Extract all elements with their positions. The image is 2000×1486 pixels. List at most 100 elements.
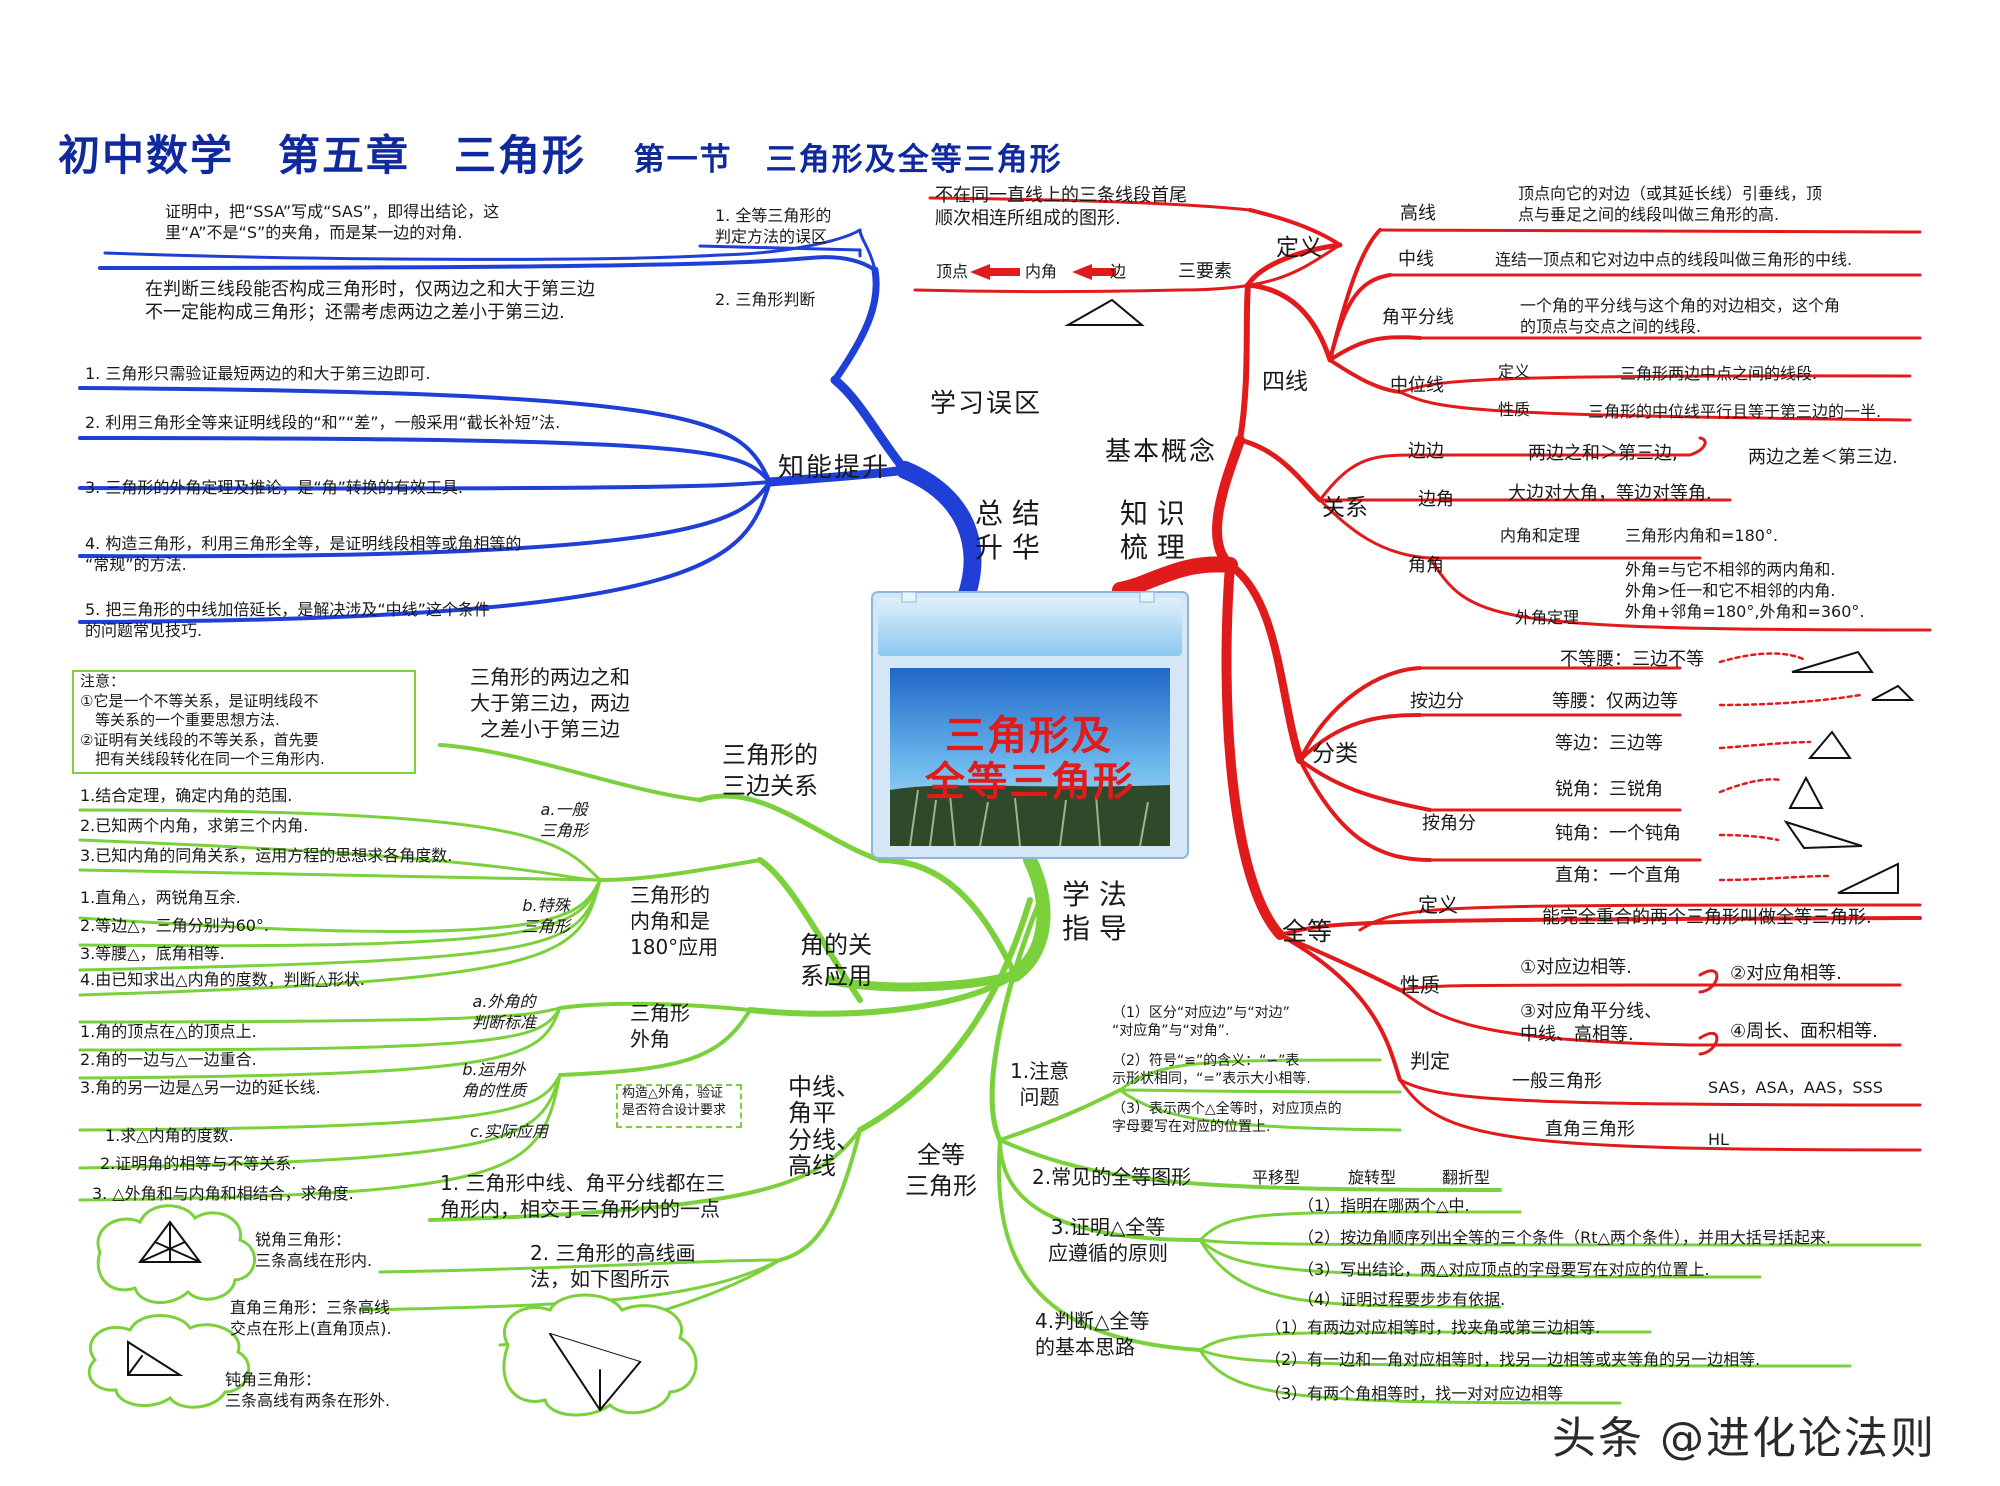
cong-common-3: 翻折型 xyxy=(1442,1168,1491,1187)
lines-right: 直角三角形：三条高线 交点在形上(直角顶点). xyxy=(230,1298,392,1338)
element-side: 边 xyxy=(1110,262,1127,281)
by-side-label: 按边分 xyxy=(1410,691,1464,712)
outer-tip-box xyxy=(616,1084,742,1128)
judge-general-val: SAS，ASA，AAS，SSS xyxy=(1708,1078,1883,1097)
midline-prop-val: 三角形的中位线平行且等于第三边的一半. xyxy=(1588,402,1882,421)
four-lines-label: 四线 xyxy=(1262,369,1308,395)
line-altitude: 高线 xyxy=(1400,203,1436,224)
cong-note-3: （3）表示两个△全等时，对应顶点的 字母要写在对应的位置上. xyxy=(1112,1101,1342,1136)
congruent-label: 全等 xyxy=(1282,917,1333,946)
outer-tip: 构造△外角，验证 是否符合设计要求 xyxy=(622,1086,727,1118)
cong-prop-key: 性质 xyxy=(1400,973,1440,997)
summary-improve-label: 知能提升 xyxy=(778,453,891,483)
cong-principle-3: （3）写出结论，两△对应顶点的字母要写在对应的位置上. xyxy=(1298,1260,1710,1279)
cong-prop-4: ④周长、面积相等. xyxy=(1730,1021,1878,1042)
improve-item-1: 1. 三角形只需验证最短两边的和大于第三边即可. xyxy=(85,364,431,383)
outer-apply-1: 1.求△内角的度数. xyxy=(105,1126,234,1145)
cong-principle-2: （2）按边角顺序列出全等的三个条件（Rt△两个条件），并用大括号括起来. xyxy=(1298,1228,1831,1247)
judge-general-name: 一般三角形 xyxy=(1512,1071,1602,1092)
improve-item-3: 3. 三角形的外角定理及推论，是“角”转换的有效工具. xyxy=(85,478,464,497)
side-relation-note-box xyxy=(72,670,416,774)
midline-def-val: 三角形两边中点之间的线段. xyxy=(1620,364,1818,383)
special-tri-4: 4.由已知求出△内角的度数，判断△形状. xyxy=(80,970,365,989)
relations-label: 关系 xyxy=(1322,495,1368,521)
special-tri-label: b.特殊 三角形 xyxy=(522,896,571,936)
cong-idea-1: （1）有两边对应相等时，找夹角或第三边相等. xyxy=(1265,1318,1601,1337)
rel-side-name: 边边 xyxy=(1408,441,1444,462)
rel-side-angle-name: 边角 xyxy=(1418,489,1454,510)
cong-ideas-label: 4.判断△全等 的基本思路 xyxy=(1035,1309,1150,1359)
general-tri-2: 2.已知两个内角，求第三个内角. xyxy=(80,816,309,835)
error-2-label: 2. 三角形判断 xyxy=(715,290,816,309)
element-angle: 内角 xyxy=(1025,262,1058,281)
special-tri-1: 1.直角△，两锐角互余. xyxy=(80,888,241,907)
lines-label: 中线、 角平 分线、 高线 xyxy=(788,1073,860,1181)
cong-principles-label: 3.证明△全等 应遵循的原则 xyxy=(1048,1215,1168,1265)
special-tri-2: 2.等边△，三角分别为60°. xyxy=(80,916,270,935)
watermark: 头条 @进化论法则 xyxy=(1552,1413,1936,1464)
improve-item-5: 5. 把三角形的中线加倍延长，是解决涉及“中线”这个条件 的问题常见技巧. xyxy=(85,600,490,640)
hub-summary: 总 结 升 华 xyxy=(975,497,1040,564)
by-angle-2: 钝角：一个钝角 xyxy=(1555,823,1681,844)
cong-principle-4: （4）证明过程要步步有依据. xyxy=(1298,1290,1506,1309)
line-altitude-desc: 顶点向它的对边（或其延长线）引垂线，顶 点与垂足之间的线段叫做三角形的高. xyxy=(1518,184,1823,224)
line-median-desc: 连结一顶点和它对边中点的线段叫做三角形的中线. xyxy=(1495,250,1853,269)
outer-angle-label: 三角形 外角 xyxy=(630,1001,690,1051)
outer-criteria-3: 3.角的另一边是△另一边的延长线. xyxy=(80,1078,321,1097)
center-card xyxy=(870,590,1190,860)
by-side-3: 等边：三边等 xyxy=(1555,733,1663,754)
angle-relation-label: 角的关 系应用 xyxy=(800,931,872,991)
center-title-line2: 全等三角形 xyxy=(925,759,1135,805)
rel-inner-key: 内角和定理 xyxy=(1500,526,1581,545)
special-tri-3: 3.等腰△，底角相等. xyxy=(80,944,225,963)
cong-prop-2: ②对应角相等. xyxy=(1730,963,1842,984)
by-angle-3: 直角：一个直角 xyxy=(1555,865,1681,886)
side-relation-item: 三角形的两边之和 大于第三边，两边 之差小于第三边 xyxy=(470,665,630,741)
rel-side-b: 两边之差＜第三边. xyxy=(1748,447,1898,468)
outer-criteria-label: a.外角的 判断标准 xyxy=(472,992,537,1032)
cong-notes-label: 1.注意 问题 xyxy=(1010,1059,1070,1109)
lines-item2: 2. 三角形的高线画 法，如下图所示 xyxy=(530,1241,696,1291)
error-2-desc: 在判断三线段能否构成三角形时，仅两边之和大于第三边 不一定能构成三角形；还需考虑… xyxy=(145,279,595,324)
outer-criteria-2: 2.角的一边与△一边重合. xyxy=(80,1050,257,1069)
title-main: 初中数学 第五章 三角形 xyxy=(58,131,587,180)
rel-side-a: 两边之和＞第三边, xyxy=(1528,443,1678,464)
rel-outer-val: 外角=与它不相邻的两内角和. 外角>任一和它不相邻的内角. 外角+邻角=180°… xyxy=(1625,560,1865,621)
definition-label: 定义 xyxy=(1276,235,1322,261)
outer-apply-3: 3. △外角和与内角和相结合，求角度. xyxy=(92,1184,354,1203)
hub-method: 学 法 指 导 xyxy=(1062,878,1127,945)
rel-angle-name: 角角 xyxy=(1408,555,1444,576)
cong-judge-key: 判定 xyxy=(1410,1049,1450,1073)
center-title-line1: 三角形及 xyxy=(945,713,1113,759)
cong-note-1: （1）区分“对应边”与“对边” “对应角”与“对角”. xyxy=(1112,1005,1290,1040)
by-angle-1: 锐角：三锐角 xyxy=(1555,779,1663,800)
elements-label: 三要素 xyxy=(1178,261,1232,282)
cong-prop-1: ①对应边相等. xyxy=(1520,957,1632,978)
lines-obtuse: 钝角三角形： 三条高线有两条在形外. xyxy=(225,1370,391,1410)
lines-acute: 锐角三角形： 三条高线在形内. xyxy=(255,1230,373,1270)
midline-prop-key: 性质 xyxy=(1498,400,1531,419)
cong-principle-1: （1）指明在哪两个△中. xyxy=(1298,1196,1470,1215)
by-side-2: 等腰：仅两边等 xyxy=(1552,691,1678,712)
cong-common-label: 2.常见的全等图形 xyxy=(1032,1165,1192,1189)
cong-prop-3: ③对应角平分线、 中线、高相等. xyxy=(1520,1001,1663,1046)
classify-label: 分类 xyxy=(1312,741,1358,767)
cong-idea-3: （3）有两个角相等时，找一对对应边相等 xyxy=(1265,1384,1564,1403)
outer-apply-label: c.实际应用 xyxy=(470,1122,548,1141)
outer-property-label: b.运用外 角的性质 xyxy=(462,1060,527,1100)
cong-def-key: 定义 xyxy=(1418,893,1458,917)
error-1-label: 1. 全等三角形的 判定方法的误区 xyxy=(715,206,832,246)
rel-inner-val: 三角形内角和=180°. xyxy=(1625,526,1779,545)
line-bisector-desc: 一个角的平分线与这个角的对边相交，这个角 的顶点与交点之间的线段. xyxy=(1520,296,1841,336)
center-card-illustration xyxy=(871,591,1189,859)
line-median: 中线 xyxy=(1398,249,1434,270)
summary-errors-label: 学习误区 xyxy=(930,389,1043,419)
method-congruent-label: 全等 三角形 xyxy=(905,1141,977,1201)
rel-side-angle-val: 大边对大角，等边对等角. xyxy=(1508,483,1712,504)
judge-right-name: 直角三角形 xyxy=(1545,1119,1635,1140)
general-tri-3: 3.已知内角的同角关系，运用方程的思想求各角度数. xyxy=(80,846,453,865)
basic-concept-label: 基本概念 xyxy=(1105,437,1218,467)
side-relation-note: 注意： ①它是一个不等关系，是证明线段不 等关系的一个重要思想方法. ②证明有关… xyxy=(80,672,325,768)
outer-criteria-1: 1.角的顶点在△的顶点上. xyxy=(80,1022,257,1041)
